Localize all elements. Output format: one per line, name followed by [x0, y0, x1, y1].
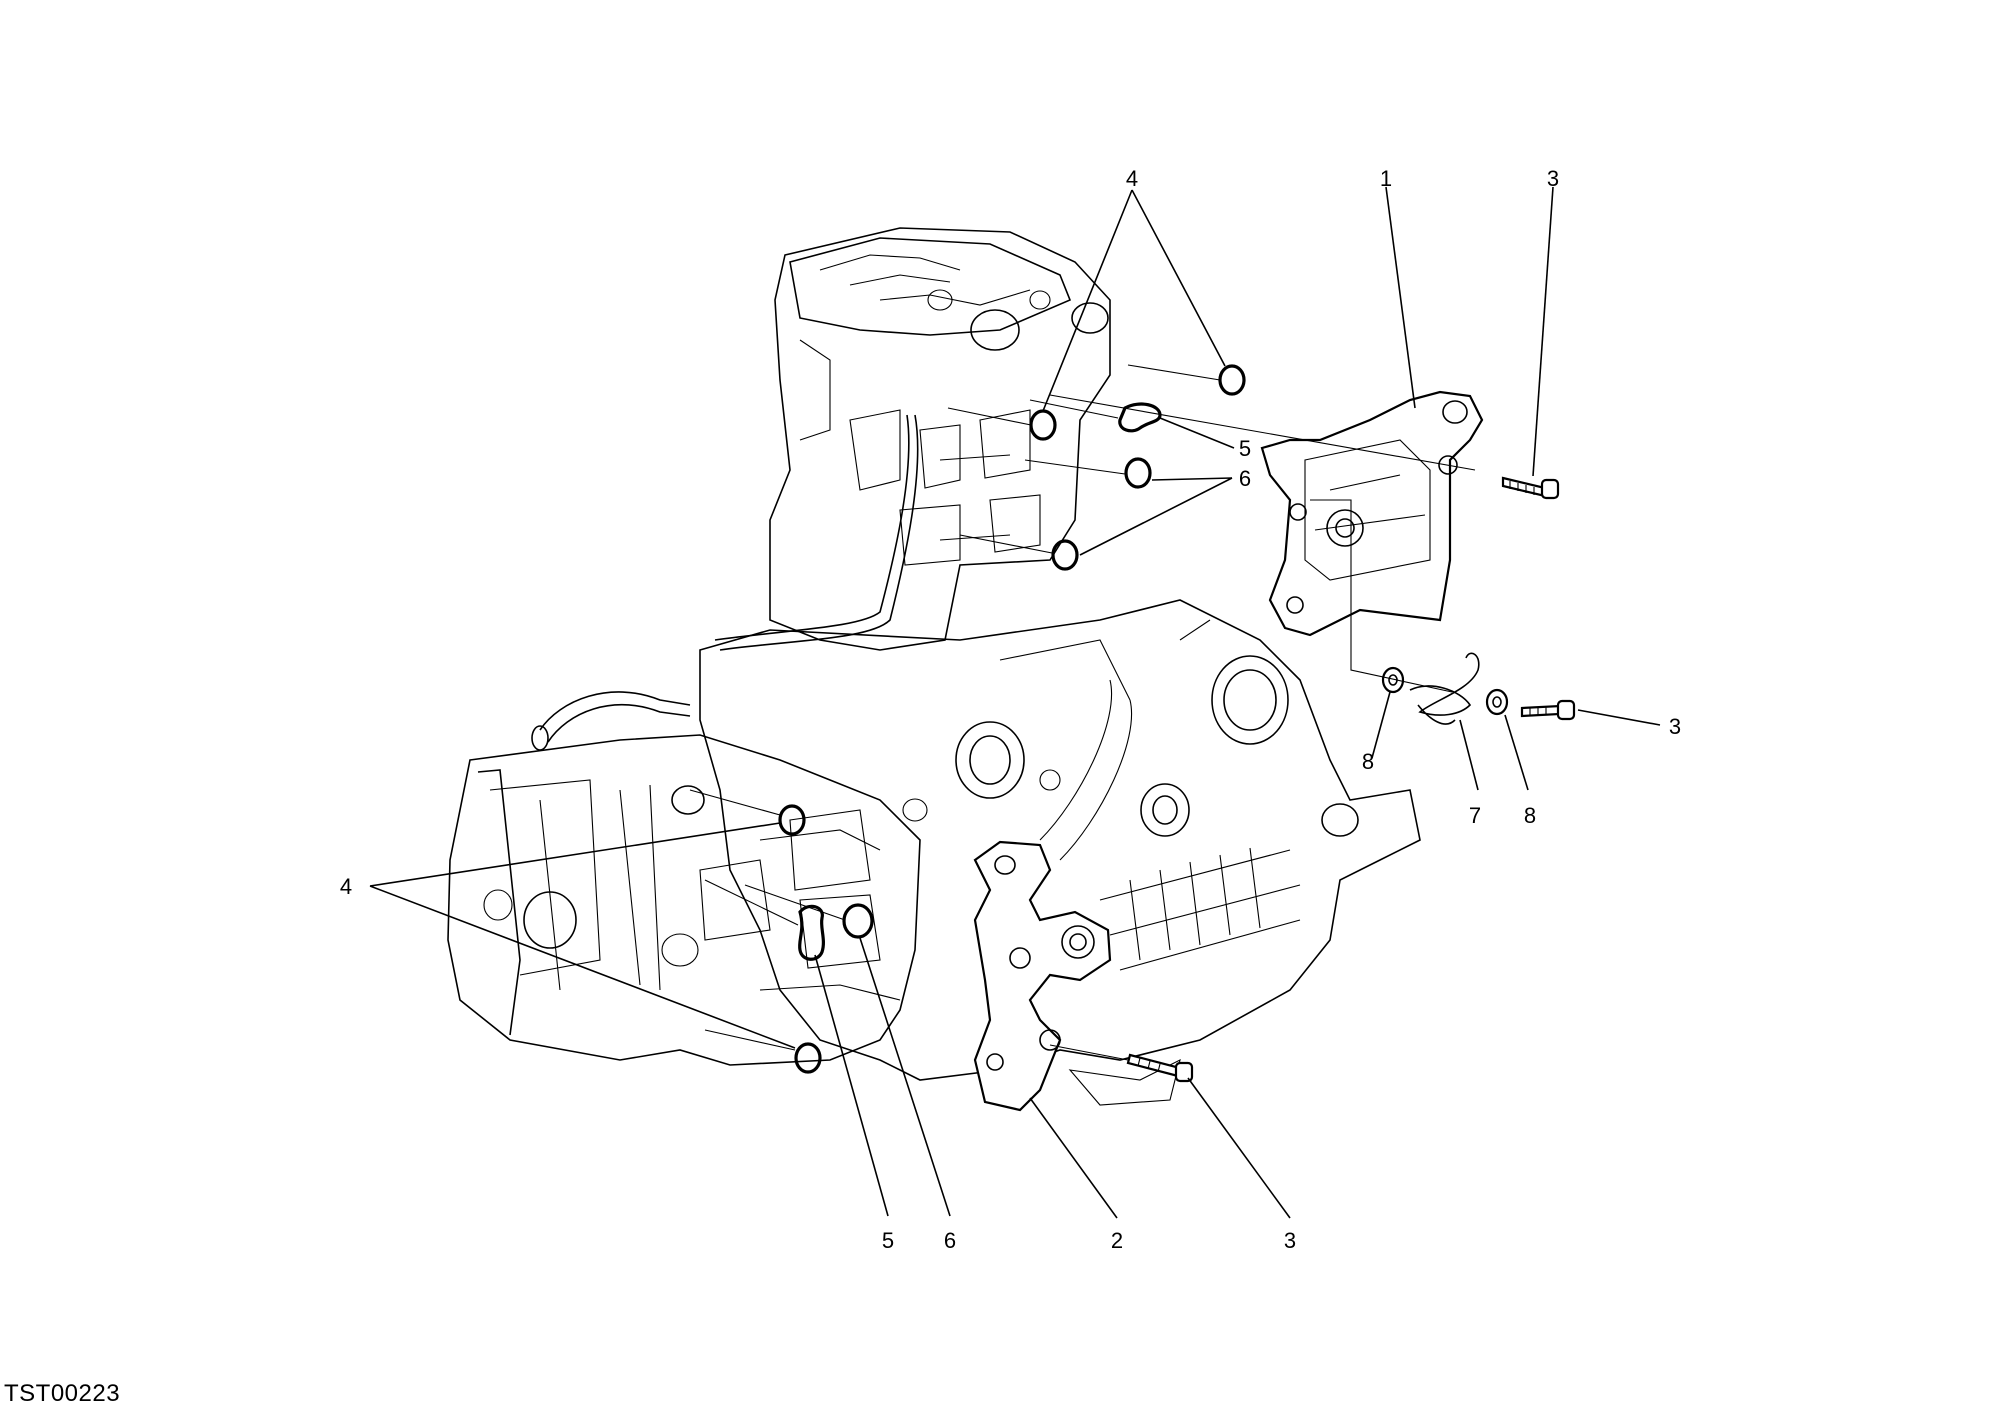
shaped-seal-top	[1118, 402, 1162, 433]
o-ring-top-c	[1124, 457, 1152, 489]
callout-bottom-5: 5	[882, 1228, 894, 1253]
drawing-code: TST00223	[4, 1380, 121, 1407]
callout-top-1: 1	[1380, 166, 1392, 191]
screw-right	[1520, 699, 1576, 721]
callout-bottom-2: 2	[1111, 1228, 1123, 1253]
callout-top-6: 6	[1239, 466, 1251, 491]
callout-right-3: 3	[1669, 714, 1681, 739]
o-ring-top-a	[1218, 364, 1246, 396]
callout-top-5: 5	[1239, 436, 1251, 461]
o-ring-top-b	[1029, 409, 1057, 441]
callout-left-4: 4	[340, 874, 352, 899]
callout-top-4: 4	[1126, 166, 1138, 191]
o-ring-top-d	[1051, 539, 1079, 571]
washer-left	[1381, 666, 1405, 694]
callout-labels: 4 1 3 5 6 3 8 7 8 4 5 6 2 3	[340, 166, 1681, 1253]
washer-right	[1485, 688, 1509, 716]
o-ring-left-b	[842, 903, 874, 939]
engine-block-illustration	[447, 227, 1421, 1106]
callout-top-3: 3	[1547, 166, 1559, 191]
callout-right-8a: 8	[1362, 749, 1374, 774]
o-ring-left-c	[794, 1042, 822, 1074]
cover-plate-lower	[973, 840, 1112, 1112]
shaped-seal-left	[798, 904, 826, 961]
callout-bottom-3: 3	[1284, 1228, 1296, 1253]
o-ring-left-a	[778, 804, 806, 836]
callout-right-7: 7	[1469, 803, 1481, 828]
screw-lower	[1126, 1053, 1194, 1083]
callout-right-8b: 8	[1524, 803, 1536, 828]
spring-clip	[1409, 652, 1480, 725]
screw-upper	[1501, 476, 1560, 500]
callout-bottom-6: 6	[944, 1228, 956, 1253]
cover-plate-upper	[1260, 390, 1484, 637]
leader-lines	[369, 186, 1661, 1219]
